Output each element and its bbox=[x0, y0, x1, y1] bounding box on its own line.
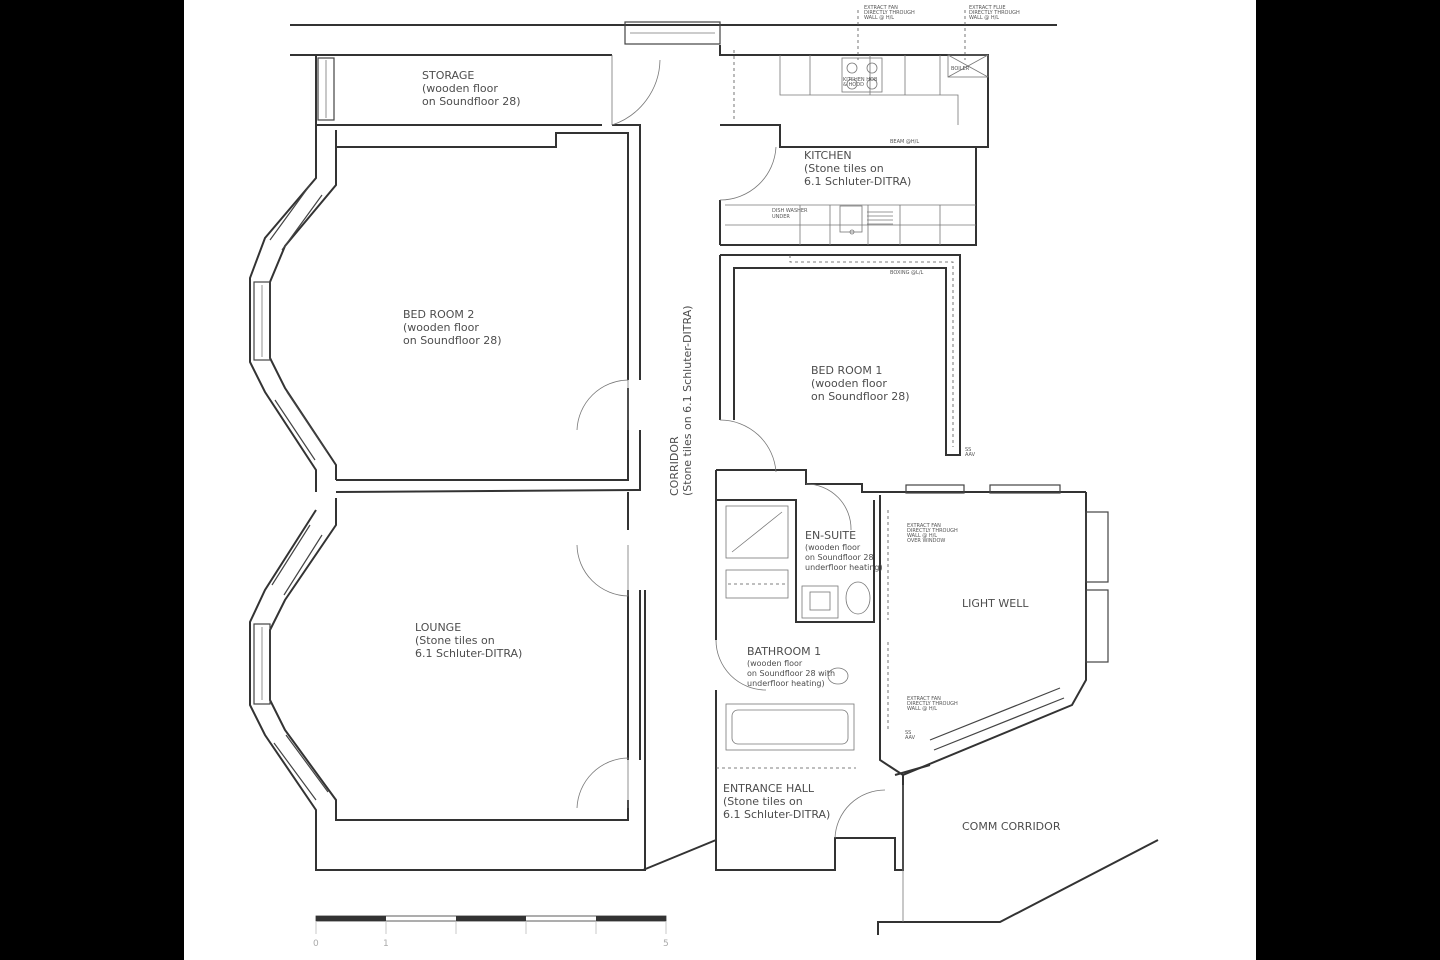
note-aav-bedroom: SS AAV bbox=[965, 447, 976, 458]
en-suite-notes: (wooden floor on Soundfloor 28 underfloo… bbox=[805, 543, 883, 572]
scale-bar: 0 1 5 bbox=[313, 915, 669, 949]
floor-plan-drawing: 0 1 5 STORAGE (wooden floor on Soundfloo… bbox=[249, 5, 1159, 949]
exterior-walls bbox=[249, 24, 1159, 935]
en-suite-label: EN-SUITE bbox=[805, 529, 856, 542]
scale-label-1: 1 bbox=[383, 939, 389, 949]
note-boxing: BOXING @L/L bbox=[890, 270, 924, 276]
doors bbox=[576, 55, 886, 839]
note-aav-bathroom: SS AAV bbox=[905, 730, 916, 741]
bathroom-1-notes: (wooden floor on Soundfloor 28 with unde… bbox=[747, 659, 838, 688]
note-kitchen-hob: KITCHEN HOB & HOOD bbox=[843, 77, 879, 88]
windows bbox=[253, 21, 1109, 801]
note-boiler: BOILER bbox=[951, 66, 970, 72]
note-extract-fan-bath: EXTRACT FAN DIRECTLY THROUGH WALL @ H/L bbox=[907, 696, 959, 712]
scale-label-5: 5 bbox=[663, 939, 669, 949]
bathroom-1-label: BATHROOM 1 bbox=[747, 645, 821, 658]
storage-label: STORAGE (wooden floor on Soundfloor 28) bbox=[422, 69, 521, 108]
corridor-label: CORRIDOR (Stone tiles on 6.1 Schluter-DI… bbox=[668, 305, 694, 496]
floor-plan-sheet: 0 1 5 STORAGE (wooden floor on Soundfloo… bbox=[184, 0, 1256, 960]
scale-label-0: 0 bbox=[313, 939, 319, 949]
bedroom-2-label: BED ROOM 2 (wooden floor on Soundfloor 2… bbox=[403, 308, 502, 347]
kitchen-label: KITCHEN (Stone tiles on 6.1 Schluter-DIT… bbox=[804, 149, 911, 188]
bathroom-fixtures bbox=[716, 505, 904, 922]
light-well-label: LIGHT WELL bbox=[962, 597, 1029, 610]
kitchen-units bbox=[725, 10, 989, 447]
comm-corridor-label: COMM CORRIDOR bbox=[962, 820, 1061, 833]
note-beam: BEAM @H/L bbox=[890, 139, 919, 145]
annotations: EXTRACT FAN DIRECTLY THROUGH WALL @ H/L … bbox=[772, 5, 1021, 741]
bedroom-1-label: BED ROOM 1 (wooden floor on Soundfloor 2… bbox=[811, 364, 910, 403]
room-labels: STORAGE (wooden floor on Soundfloor 28) … bbox=[403, 69, 1061, 833]
note-extract-fan-window: EXTRACT FAN DIRECTLY THROUGH WALL @ H/L … bbox=[907, 523, 959, 544]
lounge-label: LOUNGE (Stone tiles on 6.1 Schluter-DITR… bbox=[415, 621, 522, 660]
entrance-hall-label: ENTRANCE HALL (Stone tiles on 6.1 Schlut… bbox=[723, 782, 830, 821]
note-extract-fan-top: EXTRACT FAN DIRECTLY THROUGH WALL @ H/L bbox=[864, 5, 916, 21]
note-extract-flue: EXTRACT FLUE DIRECTLY THROUGH WALL @ H/L bbox=[969, 5, 1021, 21]
note-dishwasher: DISH WASHER UNDER bbox=[772, 208, 809, 220]
